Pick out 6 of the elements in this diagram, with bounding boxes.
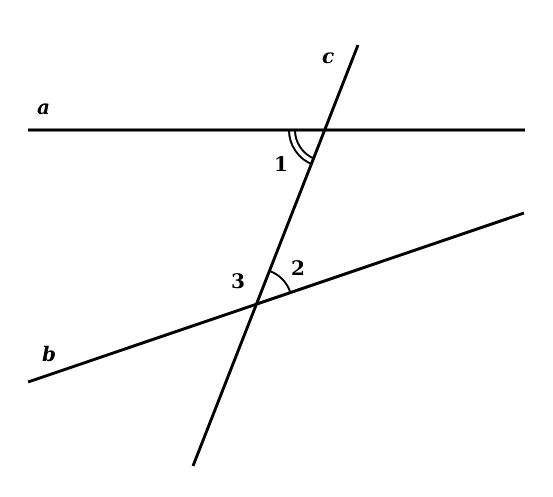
angle-label: 2: [291, 258, 305, 278]
angle-label: 3: [231, 271, 245, 291]
line-label: a: [37, 97, 50, 117]
angle-label: 1: [274, 154, 288, 174]
line-label: c: [322, 46, 334, 66]
line-label: b: [42, 344, 56, 364]
